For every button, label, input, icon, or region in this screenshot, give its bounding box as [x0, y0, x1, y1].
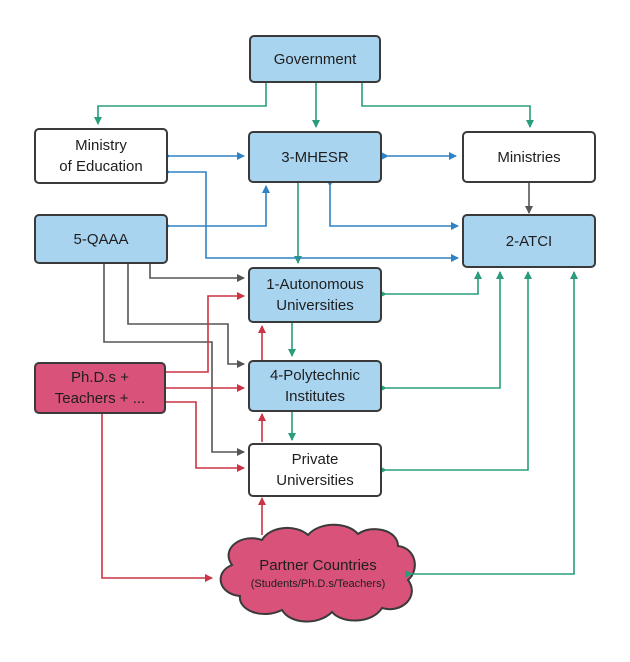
node-partner-line1: Partner Countries — [259, 557, 377, 574]
node-polytechnic-line2: Institutes — [284, 388, 346, 405]
edge-qaaa-private — [103, 264, 245, 456]
node-ministries: Ministries — [462, 131, 596, 183]
edge-atci-autonomous — [379, 271, 482, 298]
node-polytechnic-line1: 4-Polytechnic — [269, 367, 361, 384]
node-private-universities: Private Universities — [248, 443, 382, 497]
edge-phd-autonomous — [166, 292, 245, 373]
node-private-line2: Universities — [276, 472, 354, 489]
node-qaaa-label: 5-QAAA — [73, 230, 129, 248]
edge-ministry-education-atci — [163, 168, 459, 262]
node-autonomous-universities: 1-Autonomous Universities — [248, 267, 382, 323]
node-phd-teachers-line2: Teachers + ... — [54, 390, 146, 407]
node-phd-teachers-line1: Ph.D.s + — [71, 369, 129, 386]
edge-atci-private — [379, 271, 532, 474]
node-ministry-of-education: Ministry of Education — [34, 128, 168, 184]
edge-qaaa-autonomous — [149, 264, 245, 282]
node-mhesr-label: 3-MHESR — [281, 148, 349, 166]
node-partner-countries: Partner Countries (Students/Ph.D.s/Teach… — [218, 556, 418, 592]
node-atci-label: 2-ATCI — [505, 232, 553, 250]
edge-qaaa-polytechnic — [127, 264, 245, 368]
node-polytechnic-institutes: 4-Polytechnic Institutes — [248, 360, 382, 412]
node-autonomous-line1: 1-Autonomous — [266, 276, 364, 293]
edge-phd-private — [166, 401, 245, 472]
edge-mhesr-atci — [326, 179, 459, 230]
node-mhesr: 3-MHESR — [248, 131, 382, 183]
node-government: Government — [249, 35, 381, 83]
edge-atci-polytechnic — [379, 271, 504, 392]
node-ministry-of-education-line2: of Education — [59, 158, 143, 175]
edge-gov-ministries — [361, 82, 534, 128]
edge-atci-partner — [405, 271, 578, 578]
node-ministries-label: Ministries — [497, 148, 561, 166]
node-phd-teachers: Ph.D.s + Teachers + ... — [34, 362, 166, 414]
node-qaaa: 5-QAAA — [34, 214, 168, 264]
node-partner-line2: (Students/Ph.D.s/Teachers) — [250, 578, 386, 590]
node-government-label: Government — [273, 50, 357, 68]
node-atci: 2-ATCI — [462, 214, 596, 268]
node-private-line1: Private — [291, 451, 339, 468]
edge-qaaa-mhesr — [163, 185, 270, 230]
node-autonomous-line2: Universities — [276, 297, 354, 314]
edge-phd-partner — [101, 414, 213, 582]
partner-countries-cloud — [219, 523, 416, 623]
edge-gov-ministry-education — [94, 82, 267, 125]
node-ministry-of-education-line1: Ministry — [75, 137, 127, 154]
